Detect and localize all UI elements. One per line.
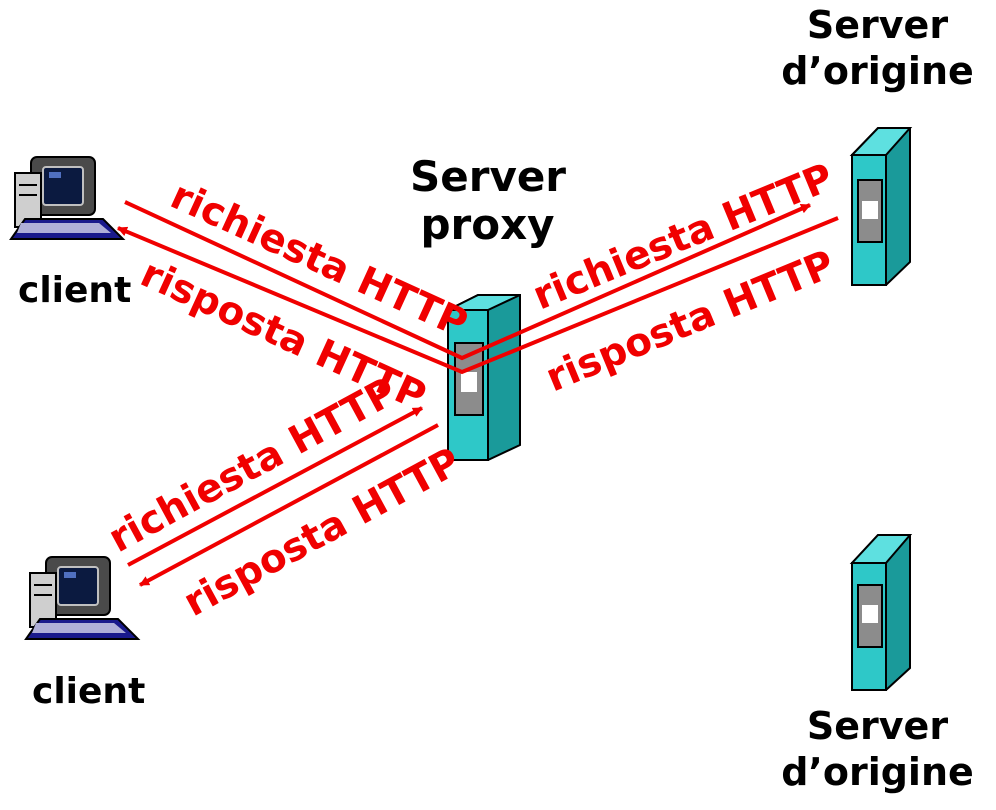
origin-bottom-label-line1: Server bbox=[806, 704, 949, 748]
origin-server-bottom-icon bbox=[849, 534, 913, 691]
origin-top-label-line1: Server bbox=[806, 3, 949, 47]
origin-server-top-icon bbox=[849, 127, 913, 286]
proxy-label-line2: proxy bbox=[420, 200, 555, 250]
arrow-top-client-request bbox=[124, 200, 811, 361]
origin-bottom-label-line2: d’origine bbox=[781, 749, 974, 794]
origin-server-top-label: Server d’origine bbox=[775, 3, 980, 93]
proxy-server-label: Server proxy bbox=[410, 152, 567, 250]
proxy-server-icon bbox=[447, 294, 521, 461]
client-computer-top-icon bbox=[9, 156, 126, 240]
origin-server-bottom-label: Server d’origine bbox=[775, 704, 980, 794]
client-top-label: client bbox=[18, 270, 132, 311]
proxy-label-line1: Server bbox=[410, 152, 567, 201]
client-bottom-label: client bbox=[32, 671, 146, 712]
client-computer-bottom-icon bbox=[24, 556, 141, 640]
arrow-bottom-client-response bbox=[139, 423, 439, 587]
arrow-top-client-response bbox=[117, 216, 839, 375]
origin-top-label-line2: d’origine bbox=[781, 48, 974, 93]
arrow-bottom-client-request bbox=[127, 406, 423, 567]
